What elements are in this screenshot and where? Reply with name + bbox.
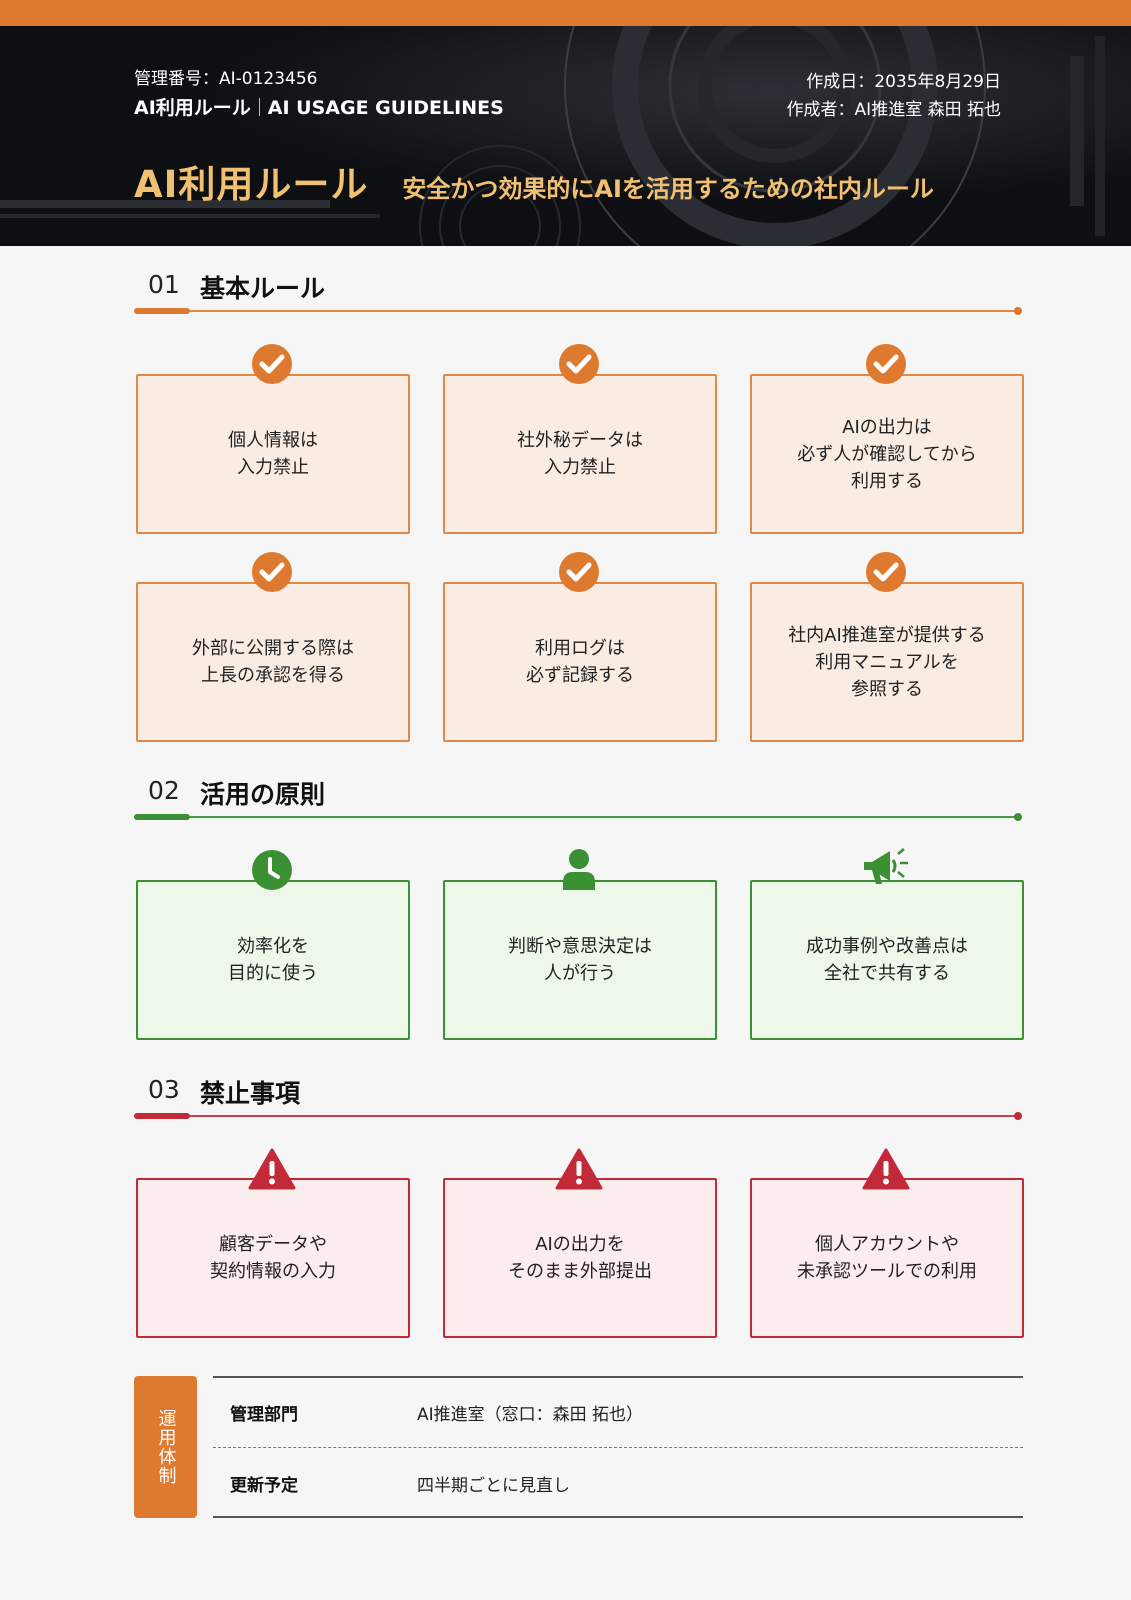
doc-title-ja: AI利用ルール (134, 97, 251, 119)
header-main-title: AI利用ルール 安全かつ効果的にAIを活用するための社内ルール (134, 154, 934, 208)
prohibition-card: 個人アカウントや 未承認ツールでの利用 (750, 1178, 1024, 1338)
header-background-decoration (0, 26, 1131, 246)
prohibition-card: 顧客データや 契約情報の入力 (136, 1178, 410, 1338)
row-label: 更新予定 (230, 1475, 298, 1496)
section-divider-dot (1014, 1112, 1022, 1120)
section-number: 03 (148, 1075, 180, 1104)
rule-card-text: 個人情報は 入力禁止 (228, 430, 318, 478)
warning-icon (862, 1148, 910, 1190)
created-date: 作成日：2035年8月29日 (806, 72, 1001, 92)
check-circle-icon (252, 552, 292, 592)
principle-card: 成功事例や改善点は 全社で共有する (750, 880, 1024, 1040)
header-banner: 管理番号：AI-0123456 AI利用ルール AI USAGE GUIDELIN… (0, 26, 1131, 246)
row-label: 管理部門 (230, 1405, 298, 1425)
page-subtitle: 安全かつ効果的にAIを活用するための社内ルール (402, 175, 934, 203)
section-divider-dot (1014, 813, 1022, 821)
section-divider (134, 310, 1018, 312)
rule-card: AIの出力は 必ず人が確認してから 利用する (750, 374, 1024, 534)
title-separator (258, 98, 260, 116)
check-circle-icon (559, 344, 599, 384)
rule-card-text: 社外秘データは 入力禁止 (517, 430, 643, 478)
prohibition-card: AIの出力を そのまま外部提出 (443, 1178, 717, 1338)
doc-title-en: AI USAGE GUIDELINES (267, 97, 504, 119)
table-row: 更新予定 四半期ごとに見直し (213, 1448, 1023, 1518)
section-divider-accent (134, 814, 190, 820)
operation-system-badge: 運用体制 (134, 1376, 197, 1518)
rule-card: 利用ログは 必ず記録する (443, 582, 717, 742)
author: 作成者：AI推進室 森田 拓也 (786, 100, 1001, 120)
rule-card: 個人情報は 入力禁止 (136, 374, 410, 534)
management-number: 管理番号：AI-0123456 (134, 69, 318, 89)
header-meta-left: 管理番号：AI-0123456 AI利用ルール AI USAGE GUIDELIN… (134, 68, 504, 122)
check-circle-icon (559, 552, 599, 592)
page-title: AI利用ルール (134, 163, 369, 206)
table-row: 管理部門 AI推進室（窓口：森田 拓也） (213, 1378, 1023, 1448)
check-circle-icon (866, 552, 906, 592)
top-accent-bar (0, 0, 1131, 26)
principle-card-text: 効率化を 目的に使う (228, 936, 318, 984)
principle-card-text: 判断や意思決定は 人が行う (508, 936, 652, 984)
principle-card-text: 成功事例や改善点は 全社で共有する (806, 936, 968, 984)
section-number: 01 (148, 270, 180, 299)
clock-icon (252, 850, 292, 890)
principle-card: 判断や意思決定は 人が行う (443, 880, 717, 1040)
section-divider-accent (134, 308, 190, 314)
section-divider-accent (134, 1113, 190, 1119)
section-divider-dot (1014, 307, 1022, 315)
operation-info-table: 管理部門 AI推進室（窓口：森田 拓也） 更新予定 四半期ごとに見直し (213, 1376, 1023, 1518)
check-circle-icon (866, 344, 906, 384)
prohibition-card-text: 個人アカウントや 未承認ツールでの利用 (797, 1234, 977, 1282)
megaphone-icon (862, 846, 910, 888)
row-value: AI推進室（窓口：森田 拓也） (417, 1405, 644, 1425)
section-divider (134, 1115, 1018, 1117)
doc-title-line: AI利用ルール AI USAGE GUIDELINES (134, 94, 504, 122)
rule-card-text: 利用ログは 必ず記録する (526, 638, 634, 686)
rule-card: 社内AI推進室が提供する 利用マニュアルを 参照する (750, 582, 1024, 742)
principle-card: 効率化を 目的に使う (136, 880, 410, 1040)
check-circle-icon (252, 344, 292, 384)
rule-card: 社外秘データは 入力禁止 (443, 374, 717, 534)
section-title: 活用の原則 (200, 780, 326, 809)
section-title: 禁止事項 (200, 1079, 301, 1108)
section-divider (134, 816, 1018, 818)
person-icon (561, 848, 597, 890)
rule-card-text: AIの出力は 必ず人が確認してから 利用する (797, 416, 977, 492)
header-meta-right: 作成日：2035年8月29日 作成者：AI推進室 森田 拓也 (787, 68, 1001, 124)
prohibition-card-text: AIの出力を そのまま外部提出 (508, 1234, 652, 1282)
prohibition-card-text: 顧客データや 契約情報の入力 (210, 1234, 336, 1282)
warning-icon (555, 1148, 603, 1190)
row-value: 四半期ごとに見直し (417, 1475, 570, 1496)
section-number: 02 (148, 776, 180, 805)
rule-card-text: 外部に公開する際は 上長の承認を得る (192, 638, 354, 686)
rule-card-text: 社内AI推進室が提供する 利用マニュアルを 参照する (788, 624, 986, 700)
section-title: 基本ルール (200, 274, 326, 303)
rule-card: 外部に公開する際は 上長の承認を得る (136, 582, 410, 742)
warning-icon (248, 1148, 296, 1190)
